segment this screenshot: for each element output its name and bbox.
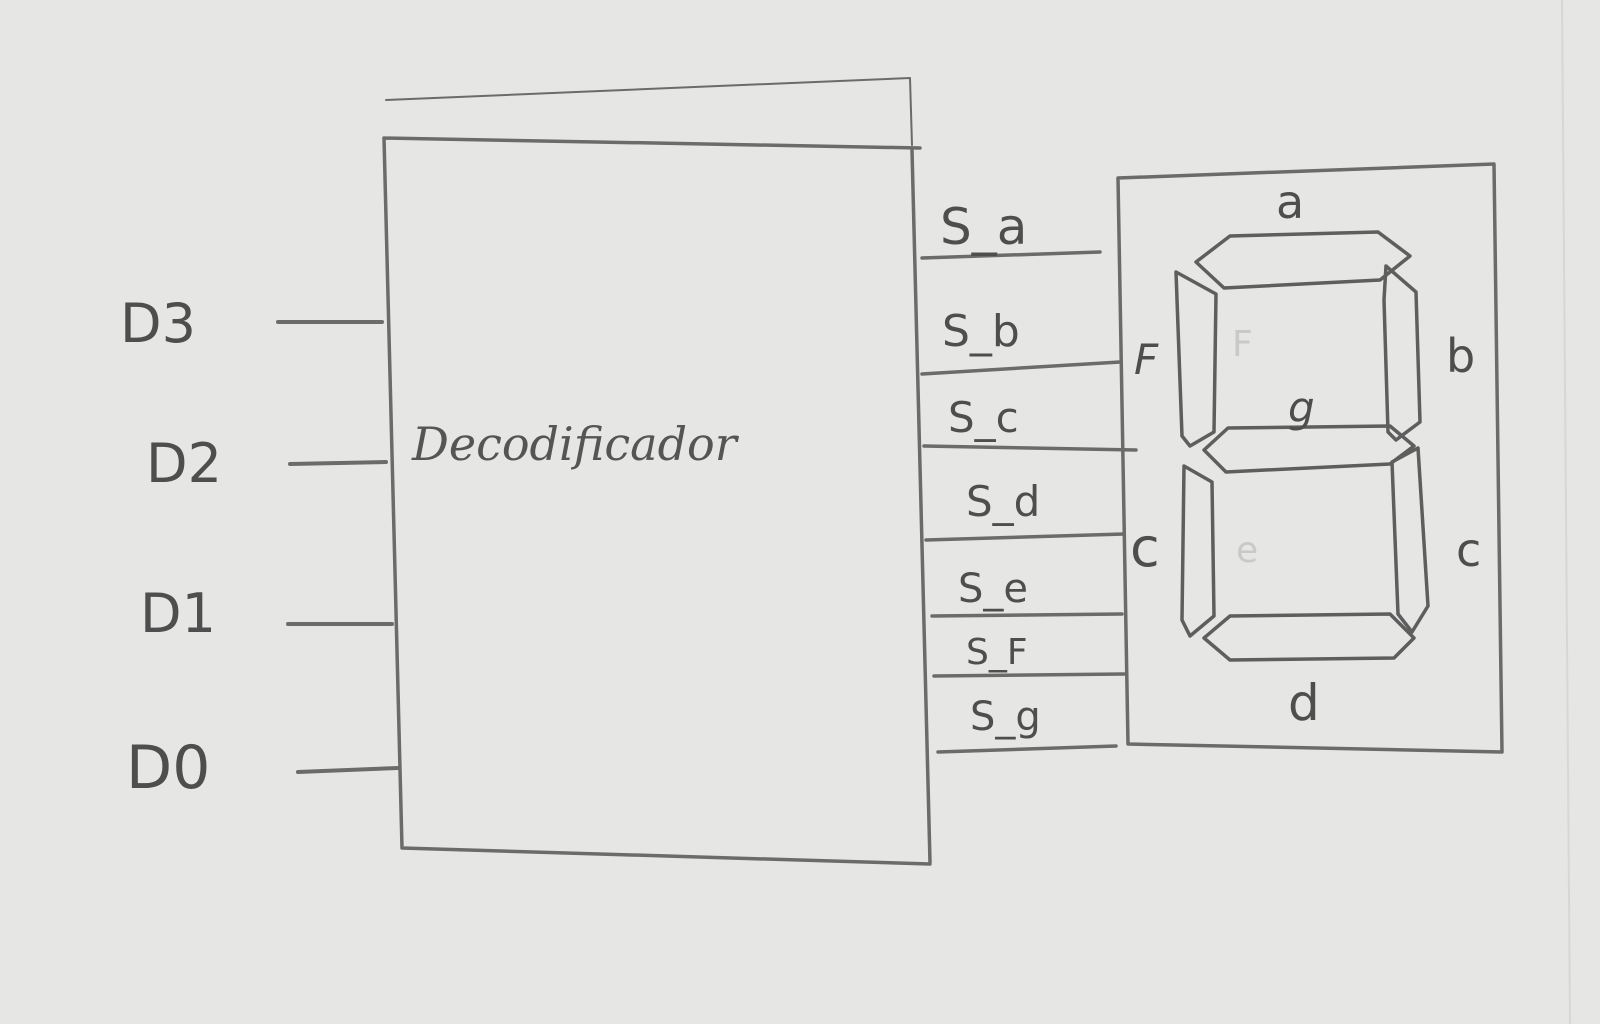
output-wire-s-c [922, 444, 1138, 452]
segment-a [1194, 230, 1412, 290]
segment-d [1202, 612, 1416, 662]
segment-label-c-left: c [1130, 516, 1160, 579]
input-label-d3: D3 [120, 292, 196, 355]
segment-e [1180, 464, 1216, 638]
segment-label-d: d [1288, 674, 1320, 732]
output-wire-s-e [930, 612, 1124, 618]
segment-label-b: b [1446, 329, 1475, 383]
input-wire-d0 [296, 766, 400, 774]
segment-f [1174, 270, 1218, 448]
output-label-s-e: S_e [958, 566, 1028, 612]
output-wire-s-g [936, 744, 1118, 754]
output-label-s-c: S_c [948, 393, 1019, 442]
segment-b [1382, 264, 1422, 442]
output-label-s-b: S_b [942, 306, 1020, 357]
faint-letter-f: F [1232, 324, 1253, 365]
segment-c [1390, 446, 1430, 634]
faint-letter-e: e [1236, 530, 1258, 571]
decoder-block [382, 136, 932, 866]
output-label-s-a: S_a [940, 198, 1027, 256]
output-label-s-f: S_F [966, 632, 1028, 673]
input-label-d0: D0 [126, 733, 210, 803]
segment-label-g: g [1288, 383, 1315, 432]
input-wire-d2 [288, 460, 388, 466]
segment-g [1202, 424, 1416, 474]
output-label-s-g: S_g [970, 694, 1041, 740]
output-wire-s-a [920, 250, 1102, 260]
display-frame [1116, 162, 1504, 754]
output-wire-s-d [924, 532, 1126, 542]
erased-outline [385, 77, 913, 146]
input-label-d1: D1 [140, 582, 216, 645]
output-wire-s-b [920, 360, 1122, 376]
input-label-d2: D2 [146, 432, 222, 495]
output-label-s-d: S_d [966, 477, 1040, 526]
output-wire-s-f [932, 672, 1126, 678]
segment-label-a: a [1276, 175, 1304, 229]
paper-margin-line [1561, 0, 1571, 1024]
segment-label-f: F [1134, 335, 1159, 384]
decoder-label: Decodificador [411, 417, 740, 471]
segment-label-c-right: c [1456, 523, 1481, 577]
